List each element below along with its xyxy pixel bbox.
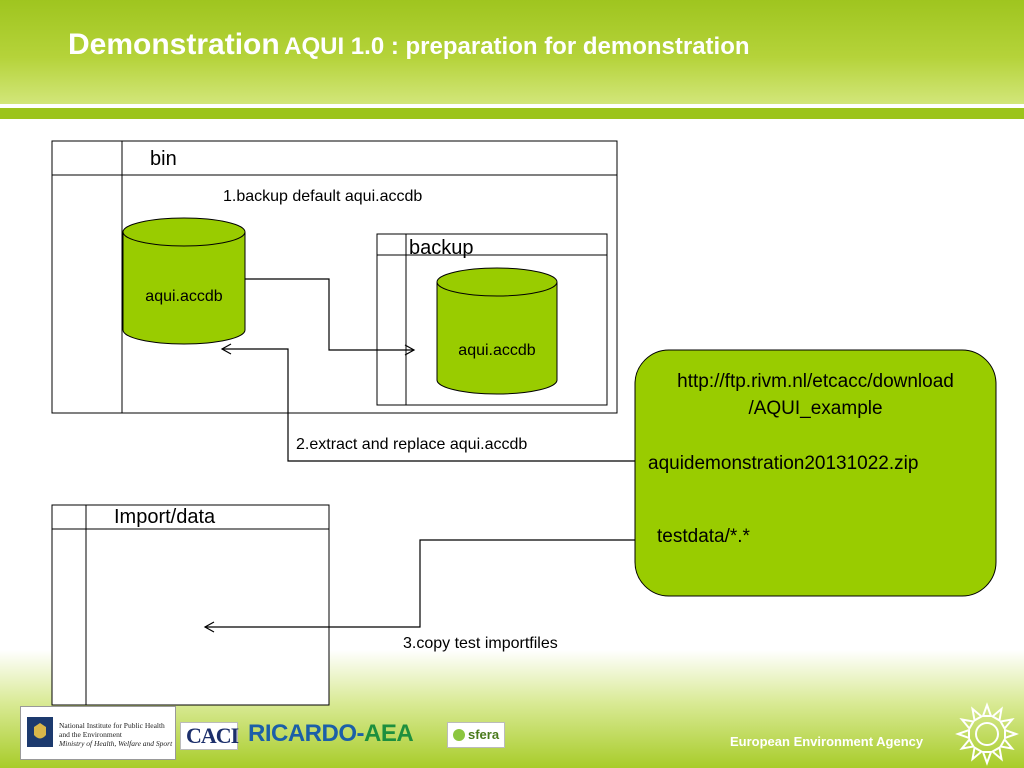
ricardo-aea-logo: RICARDO-AEA: [248, 720, 414, 748]
slide-title: Demonstration AQUI 1.0 : preparation for…: [68, 28, 750, 62]
db-source-label: aqui.accdb: [145, 288, 223, 305]
aea-logo-text: AEA: [364, 720, 414, 747]
db-backup-label: aqui.accdb: [458, 342, 536, 359]
rivm-line2: and the Environment: [59, 730, 122, 739]
sfera-logo-text: sfera: [468, 727, 500, 742]
sfera-logo: sfera: [447, 722, 505, 748]
rivm-line1: National Institute for Public Health: [59, 721, 165, 730]
rivm-line3: Ministry of Health, Welfare and Sport: [59, 739, 173, 748]
slide-header: [0, 0, 1024, 104]
ftp-url-line1: http://ftp.rivm.nl/etcacc/download: [677, 371, 954, 392]
header-divider: [0, 104, 1024, 108]
backup-folder-label: backup: [409, 237, 474, 259]
bin-folder-label: bin: [150, 148, 177, 170]
import-data-folder: [51, 504, 330, 706]
ricardo-logo-text: RICARDO-: [248, 720, 365, 747]
title-sub: AQUI 1.0 : preparation for demonstration: [284, 33, 750, 60]
ftp-source-box: [634, 349, 997, 597]
ftp-testdata: testdata/*.*: [657, 526, 750, 547]
rivm-logo: National Institute for Public Health and…: [20, 706, 176, 760]
connector-backup: [245, 278, 416, 356]
header-accent-bar: [0, 108, 1024, 119]
sfera-leaf-icon: [453, 729, 465, 741]
crest-icon: [27, 717, 53, 747]
title-main: Demonstration: [68, 28, 280, 61]
import-folder-label: Import/data: [114, 506, 216, 528]
step3-label: 3.copy test importfiles: [403, 635, 558, 652]
step1-label: 1.backup default aqui.accdb: [223, 188, 423, 205]
caci-logo-text: CACI: [186, 723, 239, 748]
db-backup-cylinder: [436, 267, 558, 395]
caci-logo: CACI: [180, 722, 239, 750]
eea-sun-icon: [955, 702, 1019, 766]
connector-copy-importfiles: [203, 539, 635, 633]
step2-label: 2.extract and replace aqui.accdb: [296, 436, 528, 453]
db-source-cylinder: [122, 217, 246, 345]
ftp-url-line2: /AQUI_example: [748, 398, 883, 419]
agency-name: European Environment Agency: [730, 734, 924, 749]
ftp-zip-file: aquidemonstration20131022.zip: [648, 453, 919, 474]
connector-extract-replace: [220, 343, 635, 462]
